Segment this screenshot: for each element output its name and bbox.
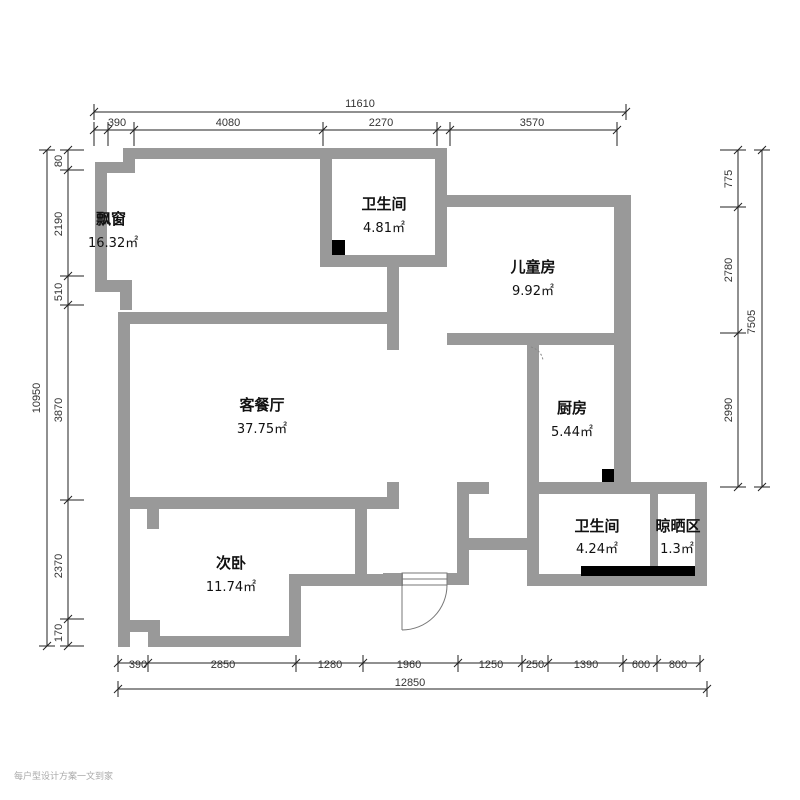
dim-left-seg: 510 [53,283,65,301]
dim-left-seg: 3870 [53,398,65,422]
dim-bottom-seg: 390 [129,659,147,671]
dim-bottom-seg: 1250 [479,659,503,671]
dim-bottom-seg: 600 [632,659,650,671]
top-dimensions: 11610 390 4080 2270 3570 [89,98,631,146]
wall [527,482,539,582]
room-labels: 飘窗 16.32㎡ 卫生间 4.81㎡ 儿童房 9.92㎡ 客餐厅 37.75㎡… [88,195,701,595]
wall [123,148,135,173]
wall [527,574,707,586]
wall [118,497,399,509]
wall [447,333,631,345]
dim-top-total: 11610 [345,98,375,110]
wall [125,148,447,159]
room-area-kitchen: 5.44㎡ [551,425,593,440]
left-dimensions: 10950 80 2190 510 3870 2370 170 [31,145,84,651]
dim-top-seg: 2270 [369,117,393,129]
wall [457,482,469,585]
wall [147,509,159,529]
wall [435,195,631,207]
dim-left-seg: 2190 [53,212,65,236]
right-dimensions: 775 2780 2990 7505 [720,145,770,492]
dim-bottom-seg: 2850 [211,659,235,671]
wall [95,162,132,173]
walls [95,148,707,647]
room-name-kids: 儿童房 [509,258,555,276]
room-name-kitchen: 厨房 [557,399,587,417]
room-name-bath-bottom: 卫生间 [574,517,619,535]
wall [650,494,658,574]
dim-left-total: 10950 [31,383,43,414]
counter-fixture [581,566,695,576]
room-name-bath-top: 卫生间 [361,195,406,213]
dim-right-seg: 2780 [723,258,735,282]
dim-left-seg: 80 [53,155,65,167]
room-area-living: 37.75㎡ [237,422,287,437]
wall [289,574,301,646]
wall [320,148,332,266]
room-name-living: 客餐厅 [238,396,284,414]
room-area-bath-top: 4.81㎡ [363,221,405,236]
wall [383,573,403,586]
dim-top-seg: 3570 [520,117,544,129]
room-name-bay: 飘窗 [96,210,126,228]
dim-bottom-seg: 1390 [574,659,598,671]
room-name-bed2: 次卧 [216,554,246,572]
wall [118,312,399,324]
wall [120,280,132,310]
dim-bottom-total: 12850 [395,677,426,689]
watermark: 每户型设计方案一文到家 [14,770,113,782]
dim-top-seg: 390 [108,117,126,129]
dim-left-seg: 170 [53,624,65,642]
wall [457,538,539,550]
dim-right-total: 7505 [746,310,758,334]
wall [527,482,707,494]
shaft-fixture [602,469,614,482]
dim-bottom-seg: 250 [526,659,544,671]
wall [387,255,399,350]
room-name-drying: 晾晒区 [655,517,700,535]
wall [355,497,367,585]
wall [527,345,539,495]
room-area-drying: 1.3㎡ [660,542,694,557]
wall [447,573,469,585]
dim-right-seg: 2990 [723,398,735,422]
wall [387,482,399,509]
shaft-fixture [332,240,345,255]
dim-bottom-seg: 1960 [397,659,421,671]
kitchen-door-arc [530,346,544,361]
dim-left-seg: 2370 [53,554,65,578]
wall [289,574,402,586]
room-area-bath-bottom: 4.24㎡ [576,542,618,557]
room-area-bed2: 11.74㎡ [206,580,256,595]
dim-bottom-seg: 1280 [318,659,342,671]
room-area-kids: 9.92㎡ [512,284,554,299]
bottom-dimensions: 390 2850 1280 1960 1250 250 1390 600 800… [113,655,712,697]
wall [118,312,130,647]
dim-top-seg: 4080 [216,117,240,129]
dim-bottom-seg: 800 [669,659,687,671]
dim-right-seg: 775 [723,170,735,188]
wall [148,636,301,647]
wall [95,162,107,292]
entrance-door [401,572,448,631]
wall [695,482,707,586]
wall [320,255,447,267]
room-area-bay: 16.32㎡ [88,236,138,251]
